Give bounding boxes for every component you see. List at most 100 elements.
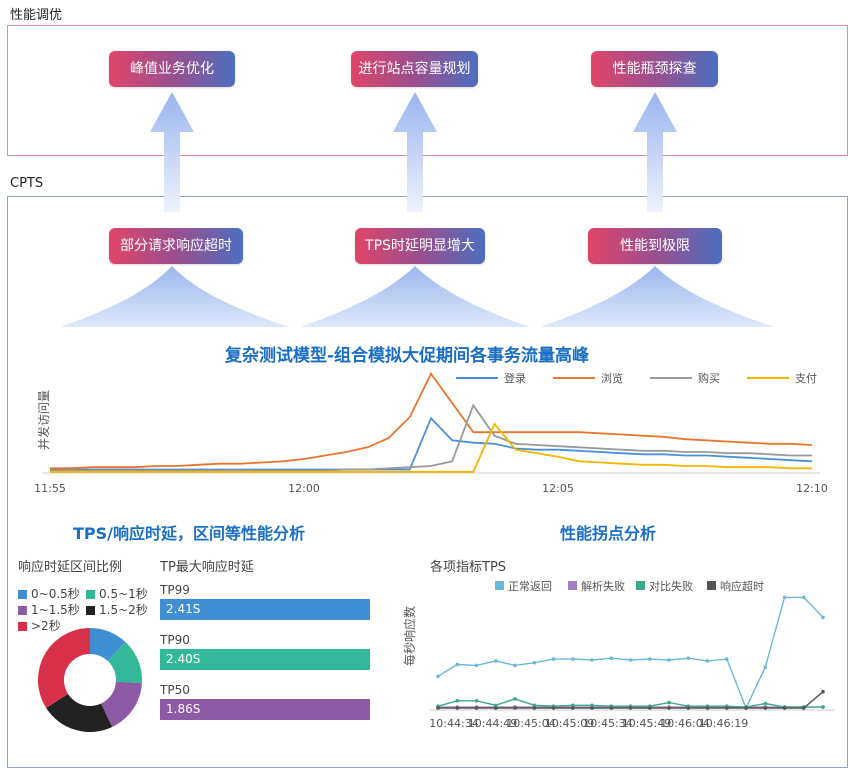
box-tps-latency: TPS时延明显增大 bbox=[355, 228, 485, 264]
legend-swatch bbox=[18, 590, 27, 599]
legend-label: 登录 bbox=[504, 371, 526, 385]
x-tick-label: 10:44:34 bbox=[429, 717, 478, 730]
series-point bbox=[590, 703, 594, 708]
legend-label: 解析失败 bbox=[581, 579, 625, 593]
series-point bbox=[474, 699, 479, 703]
box-capacity-planning: 进行站点容量规划 bbox=[351, 51, 478, 87]
series-point bbox=[455, 662, 460, 667]
tp99-bar: 2.41S bbox=[160, 599, 370, 620]
x-tick-label: 10:45:09 bbox=[545, 717, 594, 730]
cpts-frame bbox=[7, 196, 848, 768]
legend-swatch bbox=[568, 581, 577, 590]
box-performance-limit: 性能到极限 bbox=[588, 228, 722, 264]
legend-swatch bbox=[495, 581, 504, 590]
series-point bbox=[821, 689, 825, 694]
series-point bbox=[802, 706, 806, 710]
series-line-3 bbox=[50, 403, 812, 472]
x-tick-label: 11:55 bbox=[34, 482, 66, 495]
legend-swatch bbox=[636, 581, 645, 590]
legend-label: 购买 bbox=[698, 371, 720, 385]
x-tick-label: 10:44:49 bbox=[468, 717, 517, 730]
series-point bbox=[571, 657, 575, 661]
x-tick-label: 10:45:04 bbox=[506, 717, 555, 730]
up-arrow-1 bbox=[150, 92, 194, 212]
latency-donut-chart bbox=[37, 628, 143, 733]
series-point bbox=[436, 674, 440, 679]
series-point bbox=[763, 665, 768, 669]
series-line-4 bbox=[50, 422, 812, 473]
x-tick-label: 10:46:04 bbox=[660, 717, 709, 730]
inflection-subtitle: 各项指标TPS bbox=[430, 560, 507, 575]
series-point bbox=[532, 703, 537, 708]
tp-subtitle: TP最大响应时延 bbox=[160, 560, 254, 575]
x-tick-label: 12:10 bbox=[796, 482, 828, 495]
tp99-label: TP99 bbox=[160, 583, 190, 597]
legend-swatch bbox=[18, 622, 27, 631]
series-point bbox=[474, 706, 479, 710]
series-line-1 bbox=[50, 416, 813, 471]
series-point bbox=[705, 659, 710, 663]
legend-swatch bbox=[18, 606, 27, 615]
series-point bbox=[667, 700, 671, 705]
series-point bbox=[763, 706, 768, 710]
series-point bbox=[474, 663, 479, 668]
series-point bbox=[821, 615, 825, 620]
series-point bbox=[628, 658, 633, 662]
tp50-bar: 1.86S bbox=[160, 699, 370, 720]
x-tick-label: 10:45:34 bbox=[583, 717, 632, 730]
section-label-tuning: 性能调优 bbox=[10, 8, 63, 23]
legend-swatch bbox=[707, 581, 716, 590]
legend-swatch bbox=[86, 590, 95, 599]
tps-line-chart: 每秒响应数10:44:3410:44:4910:45:0410:45:0910:… bbox=[402, 579, 835, 730]
series-point bbox=[667, 658, 671, 662]
inflection-title: 性能拐点分析 bbox=[560, 524, 657, 543]
legend-label: 浏览 bbox=[601, 371, 623, 385]
legend-swatch bbox=[86, 606, 95, 615]
legend-label: 对比失败 bbox=[649, 579, 693, 593]
legend-label: 支付 bbox=[795, 372, 817, 385]
series-point bbox=[744, 706, 748, 710]
series-point bbox=[802, 595, 806, 600]
tp50-label: TP50 bbox=[160, 683, 190, 697]
series-point bbox=[455, 706, 460, 710]
latency-analysis-title: TPS/响应时延，区间等性能分析 bbox=[73, 524, 306, 543]
x-tick-label: 12:05 bbox=[542, 482, 574, 495]
up-arrow-2 bbox=[393, 92, 437, 212]
legend-label: 正常返回 bbox=[508, 580, 552, 593]
donut-hole bbox=[64, 654, 116, 706]
flow-arrows bbox=[60, 92, 775, 327]
pie-legend-4: >2秒 bbox=[18, 617, 61, 634]
series-point bbox=[551, 657, 556, 661]
series-point bbox=[494, 706, 498, 710]
hump-2 bbox=[300, 266, 530, 327]
hump-3 bbox=[540, 266, 775, 327]
tp90-bar: 2.40S bbox=[160, 649, 370, 670]
x-tick-label: 10:45:49 bbox=[622, 717, 671, 730]
series-point bbox=[532, 706, 537, 710]
pie-legend-3: 1.5~2秒 bbox=[86, 601, 148, 618]
series-point bbox=[667, 706, 671, 710]
section-label-cpts: CPTS bbox=[10, 176, 44, 191]
series-point bbox=[571, 703, 575, 708]
series-point bbox=[590, 658, 594, 662]
series-point bbox=[782, 595, 787, 600]
box-peak-optimization: 峰值业务优化 bbox=[109, 51, 235, 87]
series-point bbox=[513, 697, 517, 701]
series-point bbox=[686, 656, 691, 660]
series-point bbox=[590, 706, 594, 710]
series-point bbox=[436, 706, 440, 710]
pie-legend-1: 0.5~1秒 bbox=[86, 585, 148, 602]
series-point bbox=[725, 657, 729, 661]
series-point bbox=[648, 657, 652, 661]
up-arrow-3 bbox=[633, 92, 677, 212]
series-point bbox=[821, 705, 825, 709]
series-point bbox=[513, 706, 517, 710]
series-point bbox=[455, 699, 460, 703]
hump-1 bbox=[60, 266, 290, 327]
pie-legend-0: 0~0.5秒 bbox=[18, 585, 80, 602]
series-point bbox=[609, 656, 614, 660]
series-point bbox=[763, 701, 768, 706]
series-line-2 bbox=[50, 372, 813, 470]
x-tick-label: 10:46:19 bbox=[699, 717, 748, 730]
